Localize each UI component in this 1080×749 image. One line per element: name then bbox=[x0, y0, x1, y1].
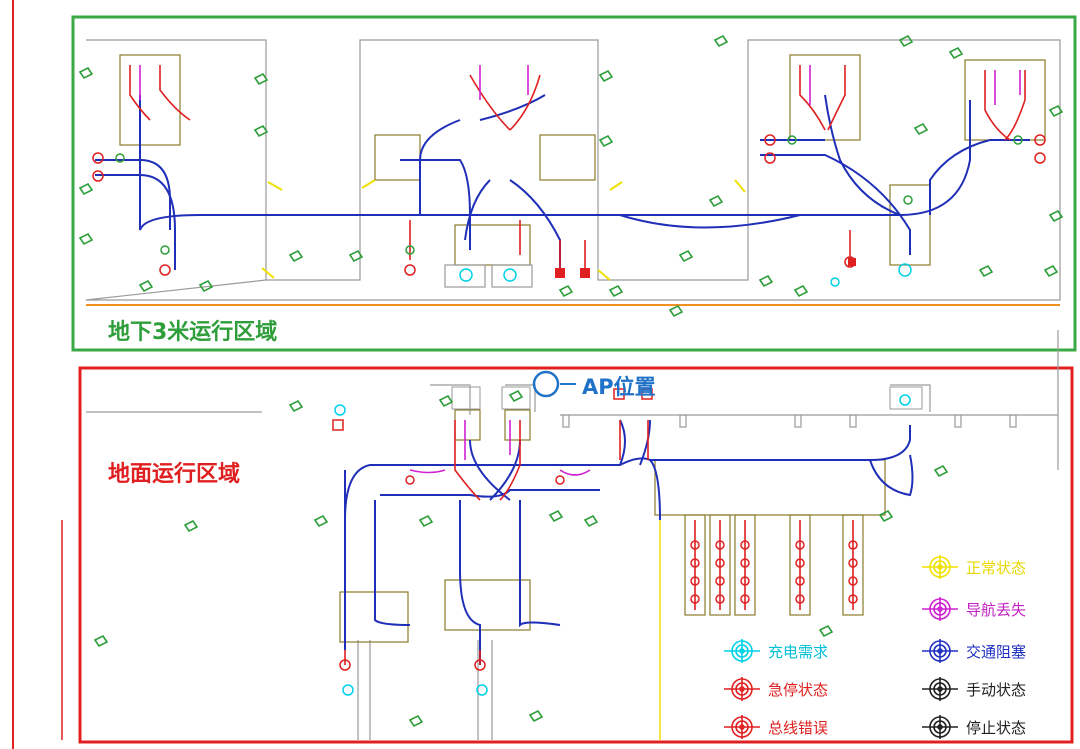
legend-label-nav-lost: 导航丢失 bbox=[966, 600, 1027, 619]
ground-floor-plan bbox=[86, 330, 1059, 740]
target-icon bbox=[922, 715, 958, 739]
legend-item-charging: 充电需求 bbox=[722, 638, 828, 664]
legend-item-nav-lost: 导航丢失 bbox=[920, 596, 1026, 622]
target-icon bbox=[922, 597, 958, 621]
target-icon bbox=[724, 677, 760, 701]
underground-red-branches bbox=[129, 65, 1026, 270]
underground-floor-plan bbox=[85, 39, 1061, 306]
target-icon bbox=[922, 639, 958, 663]
ap-position-label: AP位置 bbox=[582, 375, 656, 399]
underground-magenta-branches bbox=[139, 65, 1021, 105]
ground-magenta-branches bbox=[409, 420, 591, 476]
underground-yellow-marks bbox=[261, 179, 746, 281]
underground-zone-border bbox=[71, 15, 1077, 352]
legend-label-charging: 充电需求 bbox=[768, 642, 829, 661]
underground-stations bbox=[92, 134, 1046, 287]
ap-circle-icon bbox=[532, 370, 560, 398]
legend-label-estop: 急停状态 bbox=[768, 680, 829, 699]
underground-zone bbox=[71, 15, 1077, 352]
ground-zone-border bbox=[78, 366, 1074, 744]
ground-zone-label: 地面运行区域 bbox=[108, 462, 241, 487]
ground-stations bbox=[339, 475, 858, 671]
target-icon bbox=[724, 639, 760, 663]
underground-zone-label: 地下3米运行区域 bbox=[108, 320, 278, 345]
ground-agv-vehicles bbox=[93, 389, 949, 728]
legend-item-bus-error: 总线错误 bbox=[722, 714, 828, 740]
legend-label-normal: 正常状态 bbox=[966, 558, 1027, 577]
legend-item-stopped: 停止状态 bbox=[920, 714, 1026, 740]
legend-item-normal: 正常状态 bbox=[920, 554, 1026, 580]
ground-zone-boxes bbox=[339, 409, 886, 643]
ground-red-branches bbox=[344, 420, 854, 665]
legend-label-manual: 手动状态 bbox=[966, 680, 1027, 699]
ground-zone bbox=[78, 330, 1074, 744]
legend-item-traffic: 交通阻塞 bbox=[920, 638, 1026, 664]
legend-label-traffic: 交通阻塞 bbox=[966, 642, 1027, 661]
legend-label-bus-error: 总线错误 bbox=[768, 718, 829, 737]
legend-item-estop: 急停状态 bbox=[722, 676, 828, 702]
underground-agv-vehicles bbox=[78, 34, 1064, 318]
legend-item-manual: 手动状态 bbox=[920, 676, 1026, 702]
target-icon bbox=[922, 555, 958, 579]
target-icon bbox=[922, 677, 958, 701]
legend-label-stopped: 停止状态 bbox=[966, 718, 1027, 737]
underground-route-network bbox=[95, 94, 1030, 270]
target-icon bbox=[724, 715, 760, 739]
ground-fixed-markers bbox=[332, 386, 923, 740]
ground-route-network bbox=[344, 419, 914, 665]
